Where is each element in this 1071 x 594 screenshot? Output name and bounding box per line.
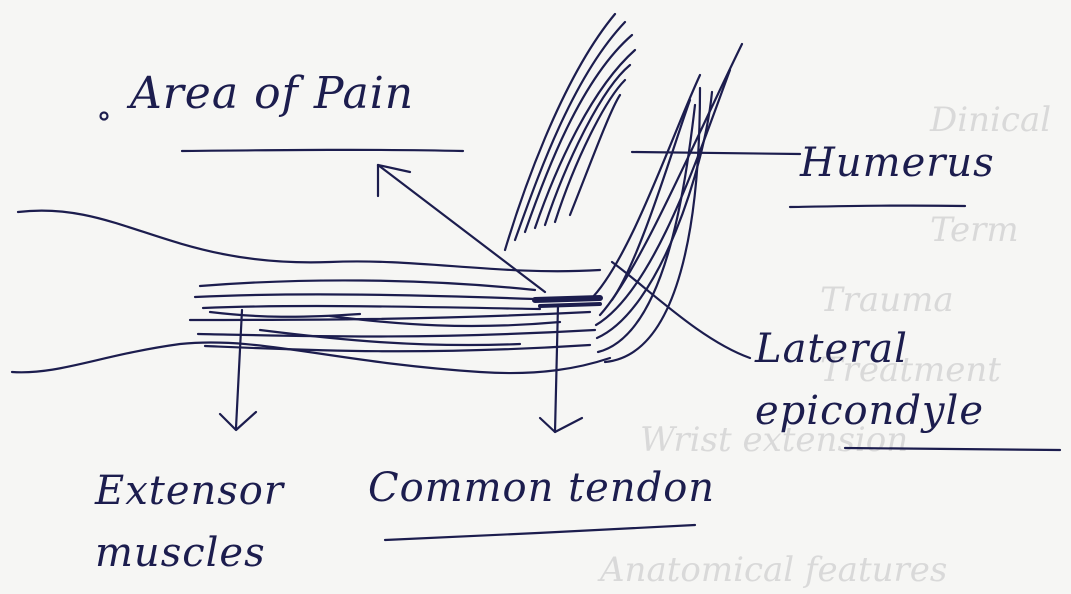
elbow-bone-fibers: [590, 44, 742, 362]
extensor-muscles-text: Extensor muscles: [95, 468, 284, 576]
common-tendon-label: Common tendon: [368, 465, 715, 511]
area-of-pain-title: Area of Pain: [130, 68, 414, 119]
bullet-dot-icon: [101, 113, 108, 120]
title-underline: [182, 150, 463, 151]
common-tendon-underline: [385, 525, 695, 540]
humerus-fibers: [505, 14, 635, 250]
common-tendon-mark: [535, 298, 600, 306]
humerus-label: Humerus: [800, 140, 995, 186]
extensor-muscles-arrow: [220, 310, 256, 430]
extensor-muscles-label: Extensor muscles: [95, 460, 335, 584]
humerus-pointer-line: [632, 152, 800, 154]
extensor-muscle-fibers: [190, 280, 595, 351]
lateral-epicondyle-label: Lateral epicondyle: [755, 318, 1055, 442]
lateral-epicondyle-underline: [845, 448, 1060, 450]
lateral-epicondyle-text: Lateral epicondyle: [755, 326, 984, 434]
humerus-underline: [790, 206, 965, 207]
